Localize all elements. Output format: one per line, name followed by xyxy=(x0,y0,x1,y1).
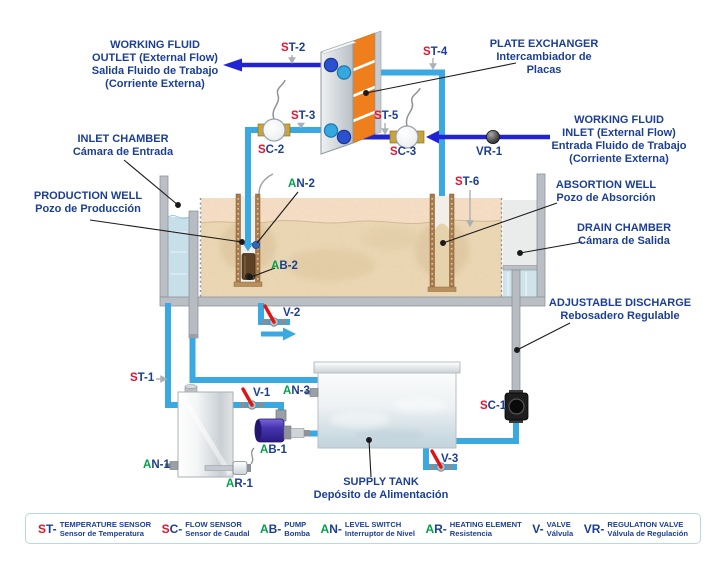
tag-st4: ST-4 xyxy=(423,46,448,58)
regulation-valve-vr1 xyxy=(485,129,500,144)
label-working-fluid-inlet: WORKING FLUID INLET (External Flow) Entr… xyxy=(551,114,687,165)
valve-v3 xyxy=(429,449,453,472)
inlet-flow-arrow xyxy=(426,130,439,144)
tag-v1: V-1 xyxy=(253,387,271,399)
level-switch-an1 xyxy=(165,461,179,470)
well-drop-pipe xyxy=(245,133,251,243)
valve-v1 xyxy=(240,387,264,410)
tag-ar1: AR-1 xyxy=(226,478,253,490)
port-top-left xyxy=(323,57,339,73)
sensor-pointers xyxy=(156,55,474,383)
production-well xyxy=(233,133,274,287)
drain-chamber xyxy=(502,200,541,297)
tag-an3: AN-3 xyxy=(283,385,310,397)
heating-tank xyxy=(165,384,255,478)
v2-flow-arrow xyxy=(261,327,296,341)
overflow-standpipe xyxy=(188,210,199,339)
tag-st6: ST-6 xyxy=(455,176,480,188)
tag-an1: AN-1 xyxy=(143,459,170,471)
port-top-right xyxy=(336,65,352,80)
level-switch-an2 xyxy=(251,240,260,249)
tag-st2: ST-2 xyxy=(281,42,306,54)
tag-st5: ST-5 xyxy=(374,110,399,122)
heating-element-ar1 xyxy=(204,447,255,475)
supply-tank xyxy=(305,361,461,449)
port-bottom-right xyxy=(336,129,352,145)
label-inlet-chamber: INLET CHAMBER Cámara de Entrada xyxy=(72,133,174,158)
tag-v3: V-3 xyxy=(441,453,459,465)
level-switch-an3 xyxy=(305,388,319,397)
tag-sc2: SC-2 xyxy=(258,144,285,156)
plate-exchanger xyxy=(320,30,382,155)
label-plate-exchanger: PLATE EXCHANGER Intercambiador de Placas xyxy=(489,38,599,76)
flow-sensor-sc1 xyxy=(504,390,529,423)
pump-ab1 xyxy=(254,409,310,443)
label-production-well: PRODUCTION WELL Pozo de Producción xyxy=(33,190,143,215)
tag-an2: AN-2 xyxy=(288,178,315,190)
label-adjustable-discharge: ADJUSTABLE DISCHARGE Rebosadero Regulabl… xyxy=(548,297,692,322)
tag-ab1: AB-1 xyxy=(260,444,287,456)
an2-cable xyxy=(258,173,274,195)
leader-lines xyxy=(89,62,583,478)
label-drain-chamber: DRAIN CHAMBER Cámara de Salida xyxy=(576,222,672,247)
tag-vr1: VR-1 xyxy=(476,146,503,158)
tag-sc1: SC-1 xyxy=(480,400,507,412)
main-tank-walls xyxy=(159,173,546,307)
label-working-fluid-outlet: WORKING FLUID OUTLET (External Flow) Sal… xyxy=(91,39,219,90)
label-supply-tank: SUPPLY TANK Depósito de Alimentación xyxy=(313,476,449,501)
valve-v2 xyxy=(262,304,286,327)
flow-sensor-sc3 xyxy=(389,87,425,149)
tag-v2: V-2 xyxy=(283,307,301,319)
tag-sc3: SC-3 xyxy=(390,146,417,158)
well-nozzle xyxy=(242,243,254,252)
tag-ab2: AB-2 xyxy=(271,260,298,272)
tag-st1: ST-1 xyxy=(130,372,155,384)
tag-st3: ST-3 xyxy=(291,110,316,122)
flow-sensor-sc2 xyxy=(257,79,291,142)
inlet-chamber xyxy=(167,215,190,297)
port-bottom-left xyxy=(323,123,339,138)
outlet-flow-arrow xyxy=(223,58,242,72)
label-absorption-well: ABSORTION WELL Pozo de Absorción xyxy=(555,179,657,204)
adjustable-discharge-pipe xyxy=(511,269,521,398)
